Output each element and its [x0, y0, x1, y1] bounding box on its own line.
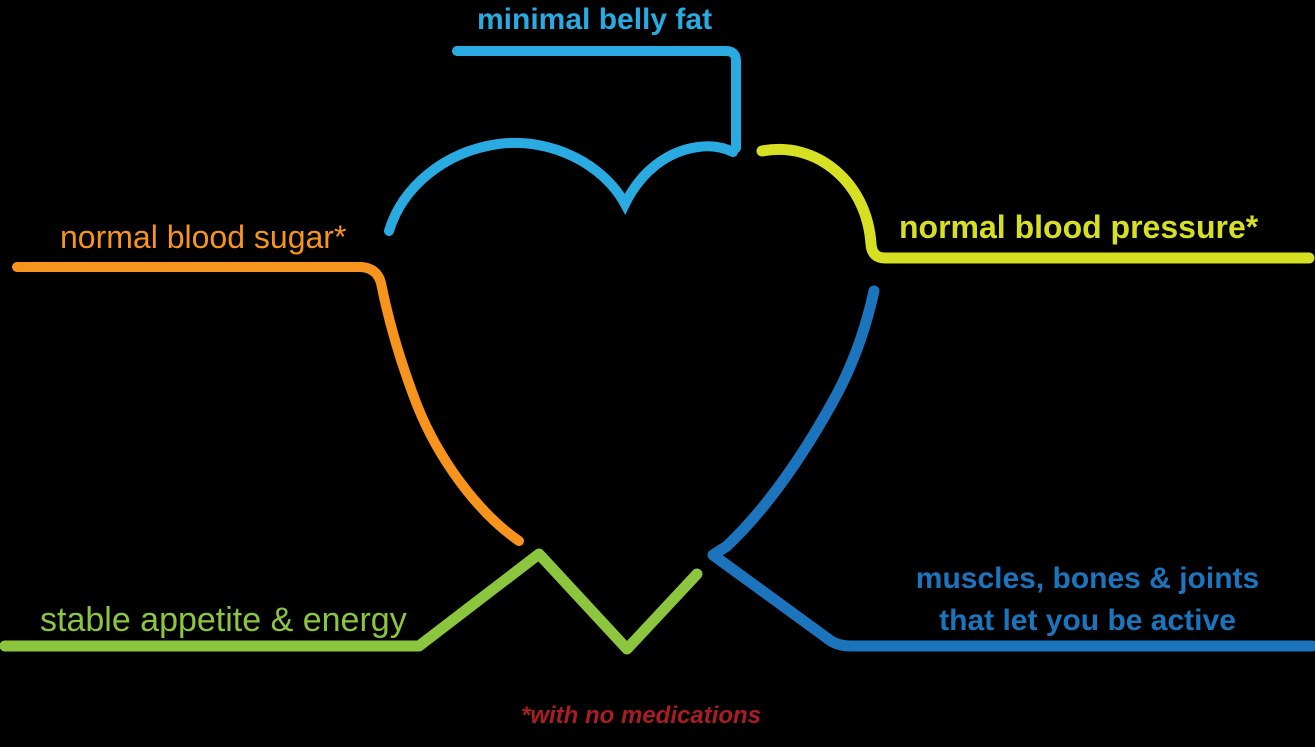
appetite-leader-and-heart-bottom-segment	[0, 548, 703, 655]
belly-fat-leader-line	[452, 46, 741, 153]
label-muscles-bones-joints: muscles, bones & joints that let you be …	[880, 558, 1295, 642]
heart-top-segment	[384, 137, 738, 236]
blood-sugar-leader-and-heart-left-segment	[12, 262, 524, 546]
label-normal-blood-pressure: normal blood pressure*	[899, 209, 1259, 245]
label-stable-appetite-energy: stable appetite & energy	[40, 601, 407, 639]
label-normal-blood-sugar: normal blood sugar*	[60, 219, 347, 255]
label-minimal-belly-fat: minimal belly fat	[477, 3, 713, 36]
label-muscles-line2: that let you be active	[939, 604, 1236, 637]
heart-right-lobe-segment-and-pressure-leader	[756, 143, 1315, 264]
label-muscles-line1: muscles, bones & joints	[915, 562, 1260, 595]
label-medications-footnote: *with no medications	[521, 702, 762, 729]
heart-right-side-segment-and-muscles-leader	[707, 285, 1315, 652]
